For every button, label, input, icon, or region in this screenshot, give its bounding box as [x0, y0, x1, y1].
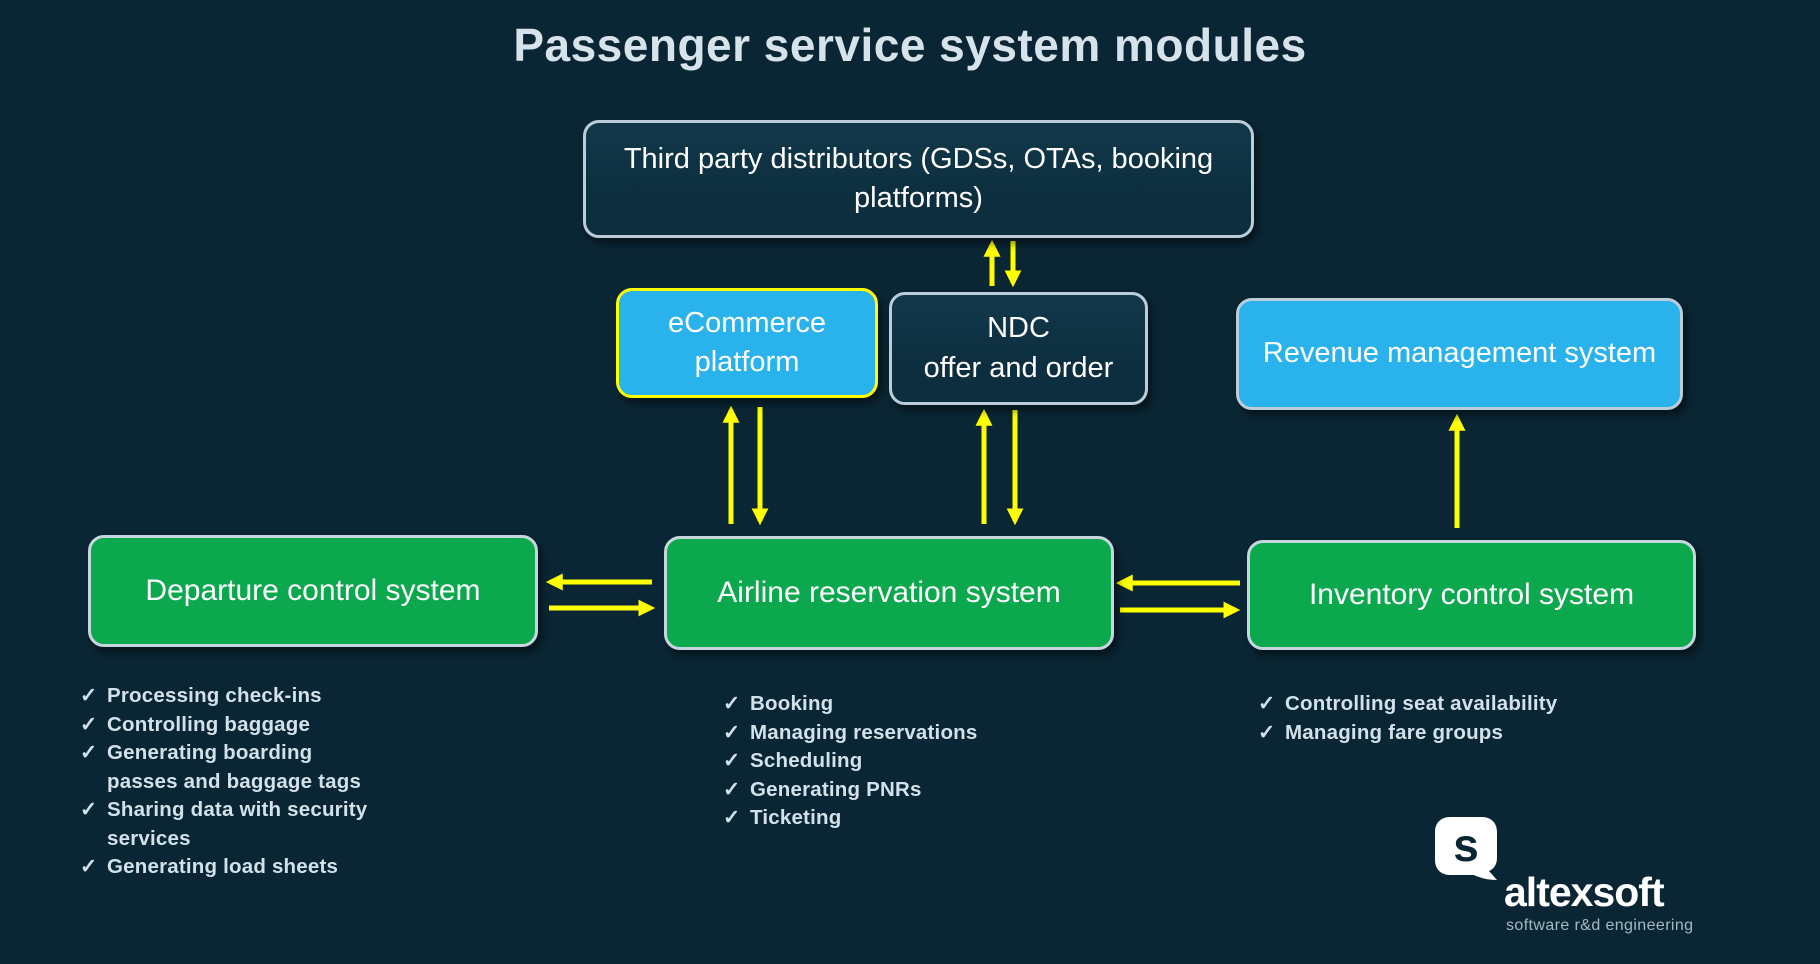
inventory-control-checklist: ✓ Controlling seat availability ✓ Managing …	[1258, 690, 1618, 747]
logo-icon-letter: s	[1453, 819, 1479, 871]
checklist-item-text: Generating load sheets	[107, 855, 339, 878]
checklist-item-text: Generating PNRs	[750, 777, 922, 801]
checklist-item-text: Controlling baggage	[107, 712, 311, 736]
check-icon: ✓	[80, 798, 98, 821]
checklist-item: ✓ Managing reservations	[723, 719, 1033, 748]
checklist-item: ✓ Scheduling	[723, 747, 1033, 776]
checklist-item-text: Booking	[750, 692, 834, 715]
node-third-party-distributors: Third party distributors (GDSs, OTAs, bo…	[583, 120, 1254, 238]
checklist-item: ✓ Controlling seat availability	[1258, 690, 1618, 719]
checklist-item: ✓ Generating boarding passes and baggage …	[80, 739, 390, 796]
page-title: Passenger service system modules	[513, 19, 1307, 71]
checklist-item: ✓ Sharing data with security services	[80, 796, 390, 853]
checklist-item: ✓ Generating PNRs	[723, 776, 1033, 805]
altexsoft-logo-icon: s	[1435, 817, 1497, 880]
airline-reservation-checklist: ✓ Booking ✓ Managing reservations ✓ Schedulin…	[723, 690, 1033, 833]
node-revenue-management-system: Revenue management system	[1236, 298, 1683, 410]
checklist-item: ✓ Ticketing	[723, 804, 1033, 833]
departure-control-checklist: ✓ Processing check-ins ✓ Controlling baggag…	[80, 682, 390, 882]
checklist-item-text: Managing fare groups	[1285, 720, 1504, 744]
node-ndc-offer-and-order: NDC offer and order	[889, 292, 1148, 405]
checklist-item: ✓ Booking	[723, 690, 1033, 719]
checklist-item: ✓ Generating load sheets	[80, 853, 390, 882]
check-icon: ✓	[1258, 720, 1276, 744]
checklist-item-text: Generating boarding passes and baggage t…	[107, 741, 362, 793]
node-departure-control-system: Departure control system	[88, 535, 538, 647]
checklist-item-text: Scheduling	[750, 749, 863, 772]
check-icon: ✓	[723, 806, 741, 829]
checklist-item-text: Sharing data with security services	[107, 798, 368, 850]
node-airline-reservation-system: Airline reservation system	[664, 536, 1114, 650]
check-icon: ✓	[1258, 692, 1276, 715]
checklist-item-text: Controlling seat availability	[1285, 692, 1558, 715]
check-icon: ✓	[80, 712, 98, 736]
node-label: Inventory control system	[1308, 577, 1635, 611]
checklist-item-text: Processing check-ins	[107, 684, 322, 707]
check-icon: ✓	[723, 720, 741, 744]
checklist-item: ✓ Controlling baggage	[80, 711, 390, 740]
altexsoft-wordmark: altexsoft	[1504, 869, 1665, 915]
checklist-item-text: Ticketing	[750, 806, 842, 829]
check-icon: ✓	[723, 692, 741, 715]
check-icon: ✓	[723, 777, 741, 801]
node-label: Airline reservation system	[717, 575, 1061, 609]
node-ecommerce-platform: eCommerce platform	[616, 288, 878, 398]
checklist-item: ✓ Managing fare groups	[1258, 719, 1618, 748]
node-inventory-control-system: Inventory control system	[1247, 540, 1696, 650]
check-icon: ✓	[80, 741, 98, 764]
node-label: Departure control system	[145, 573, 481, 607]
check-icon: ✓	[723, 749, 741, 772]
check-icon: ✓	[80, 684, 98, 707]
checklist-item: ✓ Processing check-ins	[80, 682, 390, 711]
checklist-item-text: Managing reservations	[750, 720, 978, 744]
node-label: eCommerce platform	[668, 306, 826, 378]
node-label: NDC offer and order	[923, 312, 1114, 384]
check-icon: ✓	[80, 855, 98, 878]
altexsoft-tagline: software r&d engineering	[1506, 917, 1694, 934]
node-label: Revenue management system	[1262, 337, 1657, 370]
node-label: Third party distributors (GDSs, OTAs, bo…	[623, 142, 1214, 214]
